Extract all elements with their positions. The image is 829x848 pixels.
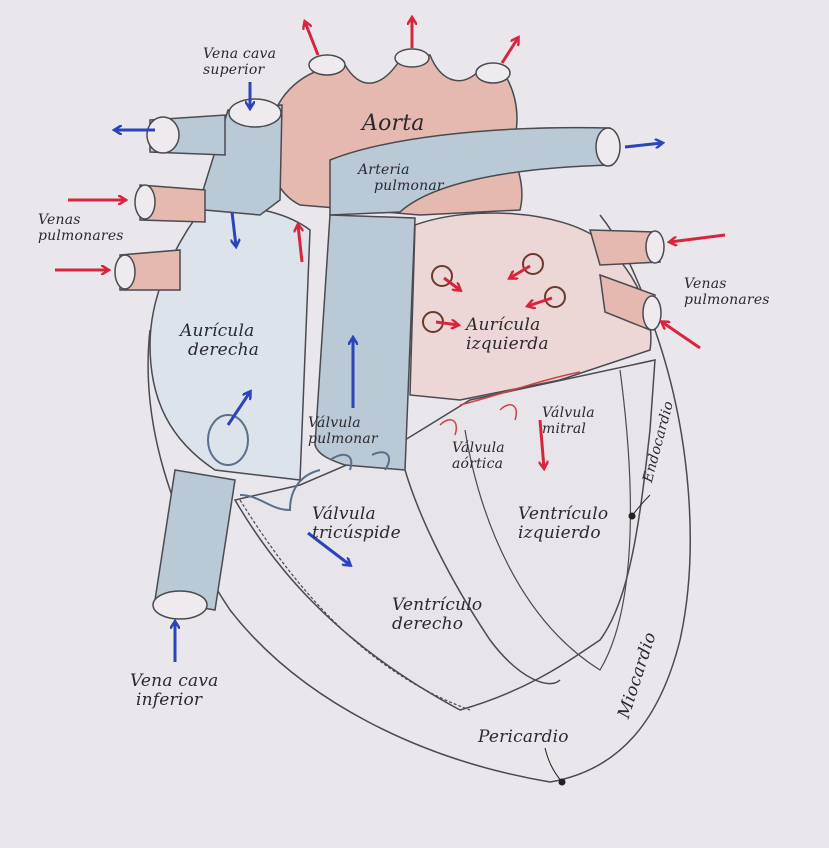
arrow-la-2 bbox=[510, 264, 531, 278]
arrow-ra-down bbox=[232, 211, 236, 246]
ventricles-shape bbox=[233, 359, 656, 711]
pulmonary-vein-right-1-end bbox=[645, 230, 665, 264]
pericardio-pointer-line bbox=[544, 747, 563, 783]
arrow-la-1 bbox=[443, 276, 460, 290]
arrow-la-3 bbox=[528, 296, 553, 306]
aorta-branch-1 bbox=[308, 54, 346, 76]
pv-opening-3 bbox=[544, 286, 566, 308]
arrow-mitral bbox=[540, 419, 544, 468]
arrow-ao-up bbox=[298, 225, 302, 263]
pulmonary-vein-left-2-end bbox=[114, 254, 136, 290]
arrow-tricuspid bbox=[307, 531, 350, 565]
aorta-branch-2 bbox=[394, 48, 430, 68]
pulmonary-vein-right-2-end bbox=[642, 295, 662, 331]
superior-vena-cava-end bbox=[228, 98, 282, 128]
inferior-vena-cava-shape bbox=[154, 469, 236, 611]
aortic-valve-cusps bbox=[439, 404, 517, 436]
inferior-vena-cava-end bbox=[152, 590, 208, 620]
inner-ventricle-line bbox=[464, 369, 631, 671]
pulmonary-vein-right-1 bbox=[588, 229, 661, 266]
pulmonary-valve-cusps bbox=[329, 451, 391, 471]
coronary-sinus-valve bbox=[207, 414, 249, 466]
pv-opening-2 bbox=[522, 253, 544, 275]
endocardio-pointer-line bbox=[631, 494, 651, 517]
aorta-branch-3 bbox=[475, 62, 511, 84]
label-pericardio: Pericardio bbox=[478, 727, 569, 747]
pv-opening-1 bbox=[431, 265, 453, 287]
arrow-aorta-1 bbox=[305, 22, 320, 56]
arrow-pa-out-right bbox=[624, 143, 662, 147]
right-ventricle-inner bbox=[239, 499, 471, 711]
arrow-cs bbox=[226, 392, 250, 426]
label-aorta: Aorta bbox=[362, 111, 425, 136]
pulmonary-artery-end bbox=[595, 127, 621, 167]
pulmonary-vein-left-1-end bbox=[134, 184, 156, 220]
tricuspid-valve-cusps bbox=[239, 469, 321, 512]
arrow-pv-right-2 bbox=[662, 322, 701, 350]
mitral-valve-line bbox=[459, 371, 581, 406]
arrow-aorta-3 bbox=[500, 38, 518, 64]
arrow-la-4 bbox=[435, 322, 458, 325]
arrow-pv-right-1 bbox=[670, 233, 726, 242]
pulmonary-branch-left-end bbox=[146, 116, 180, 154]
interventricular-septum bbox=[404, 469, 561, 685]
